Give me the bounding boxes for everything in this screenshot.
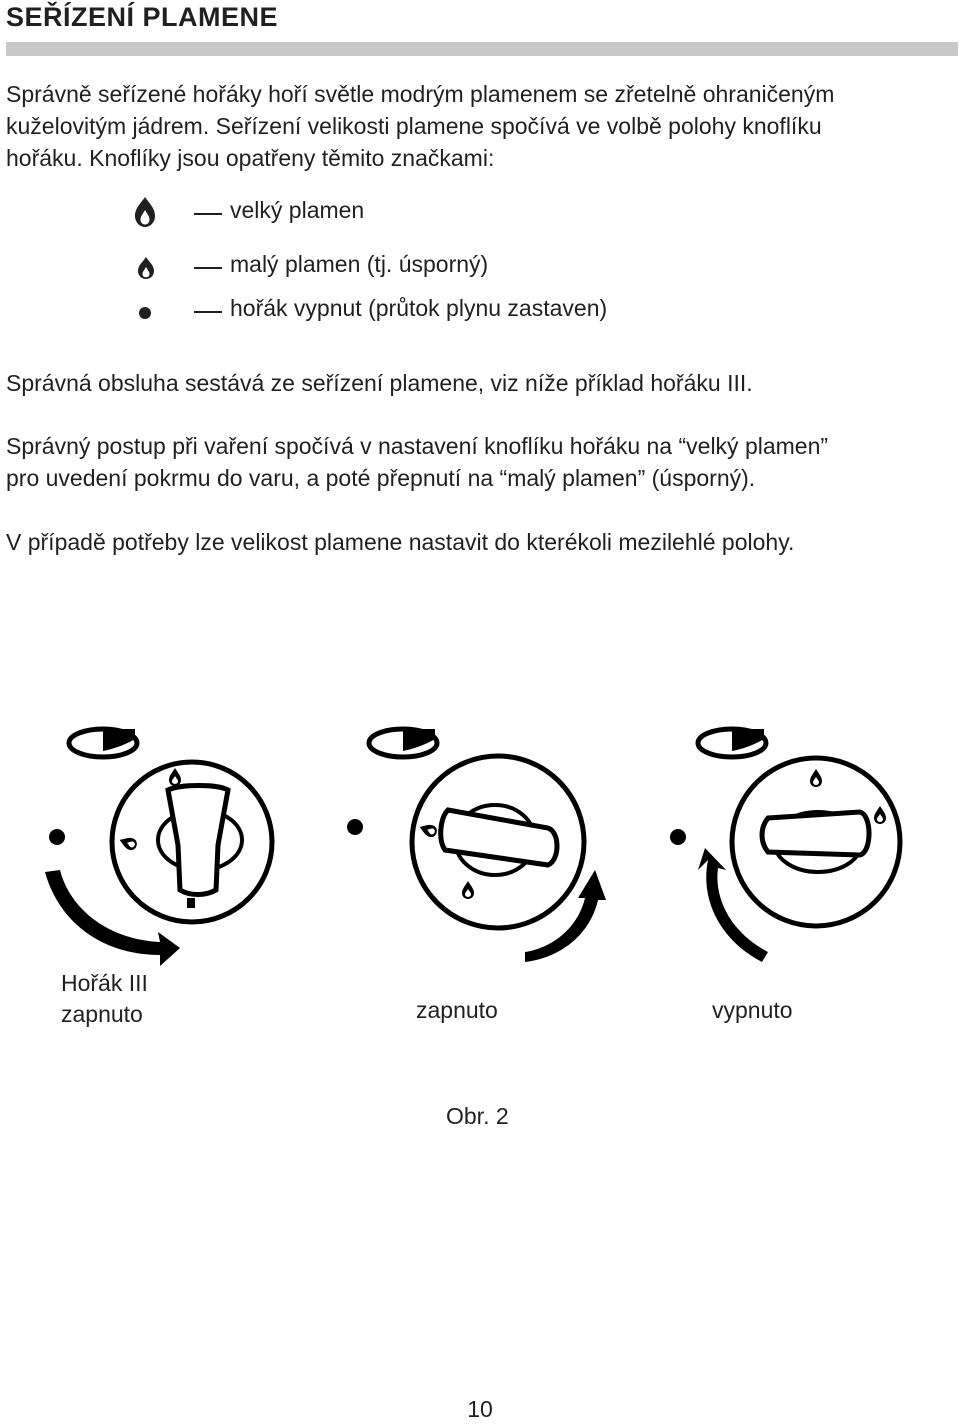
legend-text: velký plamen [230,197,365,223]
figure-label: Obr. 2 [446,1103,509,1129]
intro-line-1: Správně seřízené hořáky hoří světle modr… [6,81,835,107]
intro-line-2: kuželovitým jádrem. Seřízení velikosti p… [6,113,822,139]
caption-knob-2: zapnuto [416,997,498,1023]
knob-figure [45,700,903,966]
knob-1 [45,729,275,966]
large-flame-icon [135,197,155,227]
paragraph-procedure-2: pro uvedení pokrmu do varu, a poté přepn… [6,465,756,491]
page-title: SEŘÍZENÍ PLAMENE [6,2,279,32]
legend-dash [194,267,222,269]
paragraph-intermediate: V případě potřeby lze velikost plamene n… [6,529,795,555]
page-number: 10 [467,1396,493,1422]
caption-knob-1-line-1: Hořák III [61,970,148,996]
paragraph-usage: Správná obsluha sestává ze seřízení plam… [6,370,753,396]
legend-dash [194,311,222,313]
knob-2 [347,729,606,962]
knob-3 [670,729,903,962]
legend-text: hořák vypnut (průtok plynu zastaven) [230,295,608,321]
caption-knob-3: vypnuto [712,997,793,1023]
off-dot-icon [139,307,151,319]
legend-text: malý plamen (tj. úsporný) [230,251,489,277]
paragraph-procedure-1: Správný postup při vaření spočívá v nast… [6,433,829,459]
legend-item-small-flame: malý plamen (tj. úsporný) [0,246,960,286]
title-divider [6,42,958,56]
caption-knob-1-line-2: zapnuto [61,1001,143,1027]
legend-dash [194,213,222,215]
small-flame-icon [138,257,154,279]
legend-item-off: hořák vypnut (průtok plynu zastaven) [0,290,960,330]
intro-line-3: hořáku. Knoflíky jsou opatřeny těmito zn… [6,145,495,171]
legend-item-large-flame: velký plamen [0,192,960,232]
